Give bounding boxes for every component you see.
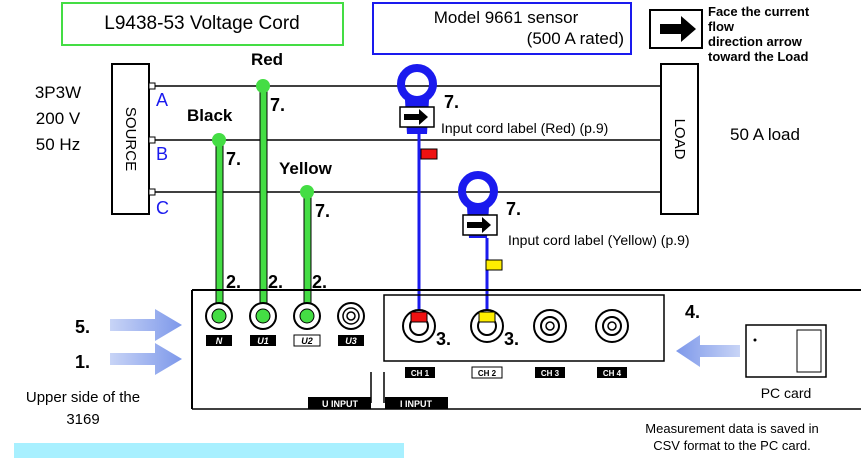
supply-frequency: 50 Hz bbox=[36, 135, 80, 154]
direction-arrow-icon bbox=[649, 9, 703, 49]
step-1-arrow-icon bbox=[110, 343, 182, 375]
step-4-arrow-icon bbox=[676, 335, 740, 367]
pc-card-icon bbox=[745, 324, 827, 378]
input-cord-label-yellow: Input cord label (Yellow) (p.9) bbox=[508, 232, 690, 248]
svg-text:direction arrow: direction arrow bbox=[708, 34, 803, 49]
clamp-sensor-ch2 bbox=[458, 171, 503, 318]
svg-text:CH 4: CH 4 bbox=[603, 369, 622, 378]
yellow-clip bbox=[300, 185, 314, 199]
svg-text:U3: U3 bbox=[345, 336, 357, 346]
channel-tag-ch4: CH 4 bbox=[597, 367, 627, 378]
clip-label-yellow: Yellow bbox=[279, 159, 333, 178]
arrow-note: Face the current flow direction arrow to… bbox=[708, 4, 810, 64]
terminal-tag-u2: U2 bbox=[293, 334, 321, 347]
step-7-red: 7. bbox=[270, 95, 285, 115]
step-7-yellow: 7. bbox=[315, 201, 330, 221]
svg-text:N: N bbox=[216, 336, 223, 346]
current-connector-ch1 bbox=[402, 309, 436, 343]
step-2-n: 2. bbox=[226, 272, 241, 292]
phase-a-label: A bbox=[156, 90, 168, 110]
svg-text:U2: U2 bbox=[301, 336, 313, 346]
step-5-label: 5. bbox=[75, 317, 90, 337]
svg-text:L9438-53 Voltage Cord: L9438-53 Voltage Cord bbox=[104, 13, 299, 34]
svg-text:Face the current: Face the current bbox=[708, 4, 810, 19]
step-7-black: 7. bbox=[226, 149, 241, 169]
pc-card-label: PC card bbox=[761, 385, 812, 401]
step-7-ch1: 7. bbox=[444, 92, 459, 112]
phase-c-label: C bbox=[156, 198, 169, 218]
channel-tag-ch1: CH 1 bbox=[405, 367, 435, 378]
svg-text:CH 2: CH 2 bbox=[478, 369, 497, 378]
voltage-terminal-u2 bbox=[293, 302, 321, 330]
terminal-tag-u3: U3 bbox=[338, 335, 364, 346]
phase-b-label: B bbox=[156, 144, 168, 164]
channel-tag-ch3: CH 3 bbox=[535, 367, 565, 378]
sensor-label: Model 9661 sensor (500 A rated) bbox=[372, 2, 632, 55]
black-clip bbox=[212, 133, 226, 147]
load-note: 50 A load bbox=[730, 125, 800, 144]
voltage-terminal-u1 bbox=[249, 302, 277, 330]
svg-text:LOAD: LOAD bbox=[671, 119, 688, 160]
supply-voltage: 200 V bbox=[36, 109, 81, 128]
instrument-panel: U INPUT I INPUT bbox=[191, 289, 861, 410]
step-2-u2: 2. bbox=[312, 272, 327, 292]
save-note-line1: Measurement data is saved in bbox=[645, 421, 818, 436]
terminal-tag-u1: U1 bbox=[250, 335, 276, 346]
step-3-ch2: 3. bbox=[504, 329, 519, 349]
upper-side-label: Upper side of the bbox=[26, 389, 140, 406]
terminal-tag-n: N bbox=[206, 335, 232, 346]
voltage-terminal-n bbox=[205, 302, 233, 330]
supply-wiring: 3P3W bbox=[35, 83, 81, 102]
current-connector-ch3 bbox=[533, 309, 567, 343]
svg-text:flow: flow bbox=[708, 19, 735, 34]
svg-text:U1: U1 bbox=[257, 336, 269, 346]
clip-label-black: Black bbox=[187, 106, 233, 125]
step-2-u1: 2. bbox=[268, 272, 283, 292]
svg-text:Model 9661 sensor: Model 9661 sensor bbox=[434, 8, 579, 27]
svg-text:CH 1: CH 1 bbox=[411, 369, 430, 378]
voltage-cord-label: L9438-53 Voltage Cord bbox=[61, 2, 344, 46]
u-input-label: U INPUT bbox=[322, 399, 359, 409]
red-clip bbox=[256, 79, 270, 93]
save-note-line2: CSV format to the PC card. bbox=[653, 438, 811, 453]
load-box: LOAD bbox=[660, 63, 699, 215]
step-4-label: 4. bbox=[685, 302, 700, 322]
svg-text:CH 3: CH 3 bbox=[541, 369, 560, 378]
step-3-ch1: 3. bbox=[436, 329, 451, 349]
channel-tag-ch2: CH 2 bbox=[471, 366, 503, 379]
clip-label-red: Red bbox=[251, 50, 283, 69]
svg-text:SOURCE: SOURCE bbox=[122, 107, 139, 171]
source-box: SOURCE bbox=[111, 63, 150, 215]
current-connector-ch4 bbox=[595, 309, 629, 343]
step-5-arrow-icon bbox=[110, 309, 182, 341]
i-input-label: I INPUT bbox=[400, 399, 433, 409]
input-cord-label-red: Input cord label (Red) (p.9) bbox=[441, 120, 608, 136]
clamp-sensor-ch1 bbox=[397, 64, 438, 318]
voltage-terminal-u3 bbox=[337, 302, 365, 330]
step-7-ch2: 7. bbox=[506, 199, 521, 219]
svg-text:(500 A rated): (500 A rated) bbox=[527, 29, 624, 48]
highlight-bar bbox=[14, 443, 404, 458]
upper-side-model: 3169 bbox=[66, 411, 99, 428]
step-1-label: 1. bbox=[75, 352, 90, 372]
current-connector-ch2 bbox=[470, 309, 504, 343]
svg-text:toward the Load: toward the Load bbox=[708, 49, 808, 64]
